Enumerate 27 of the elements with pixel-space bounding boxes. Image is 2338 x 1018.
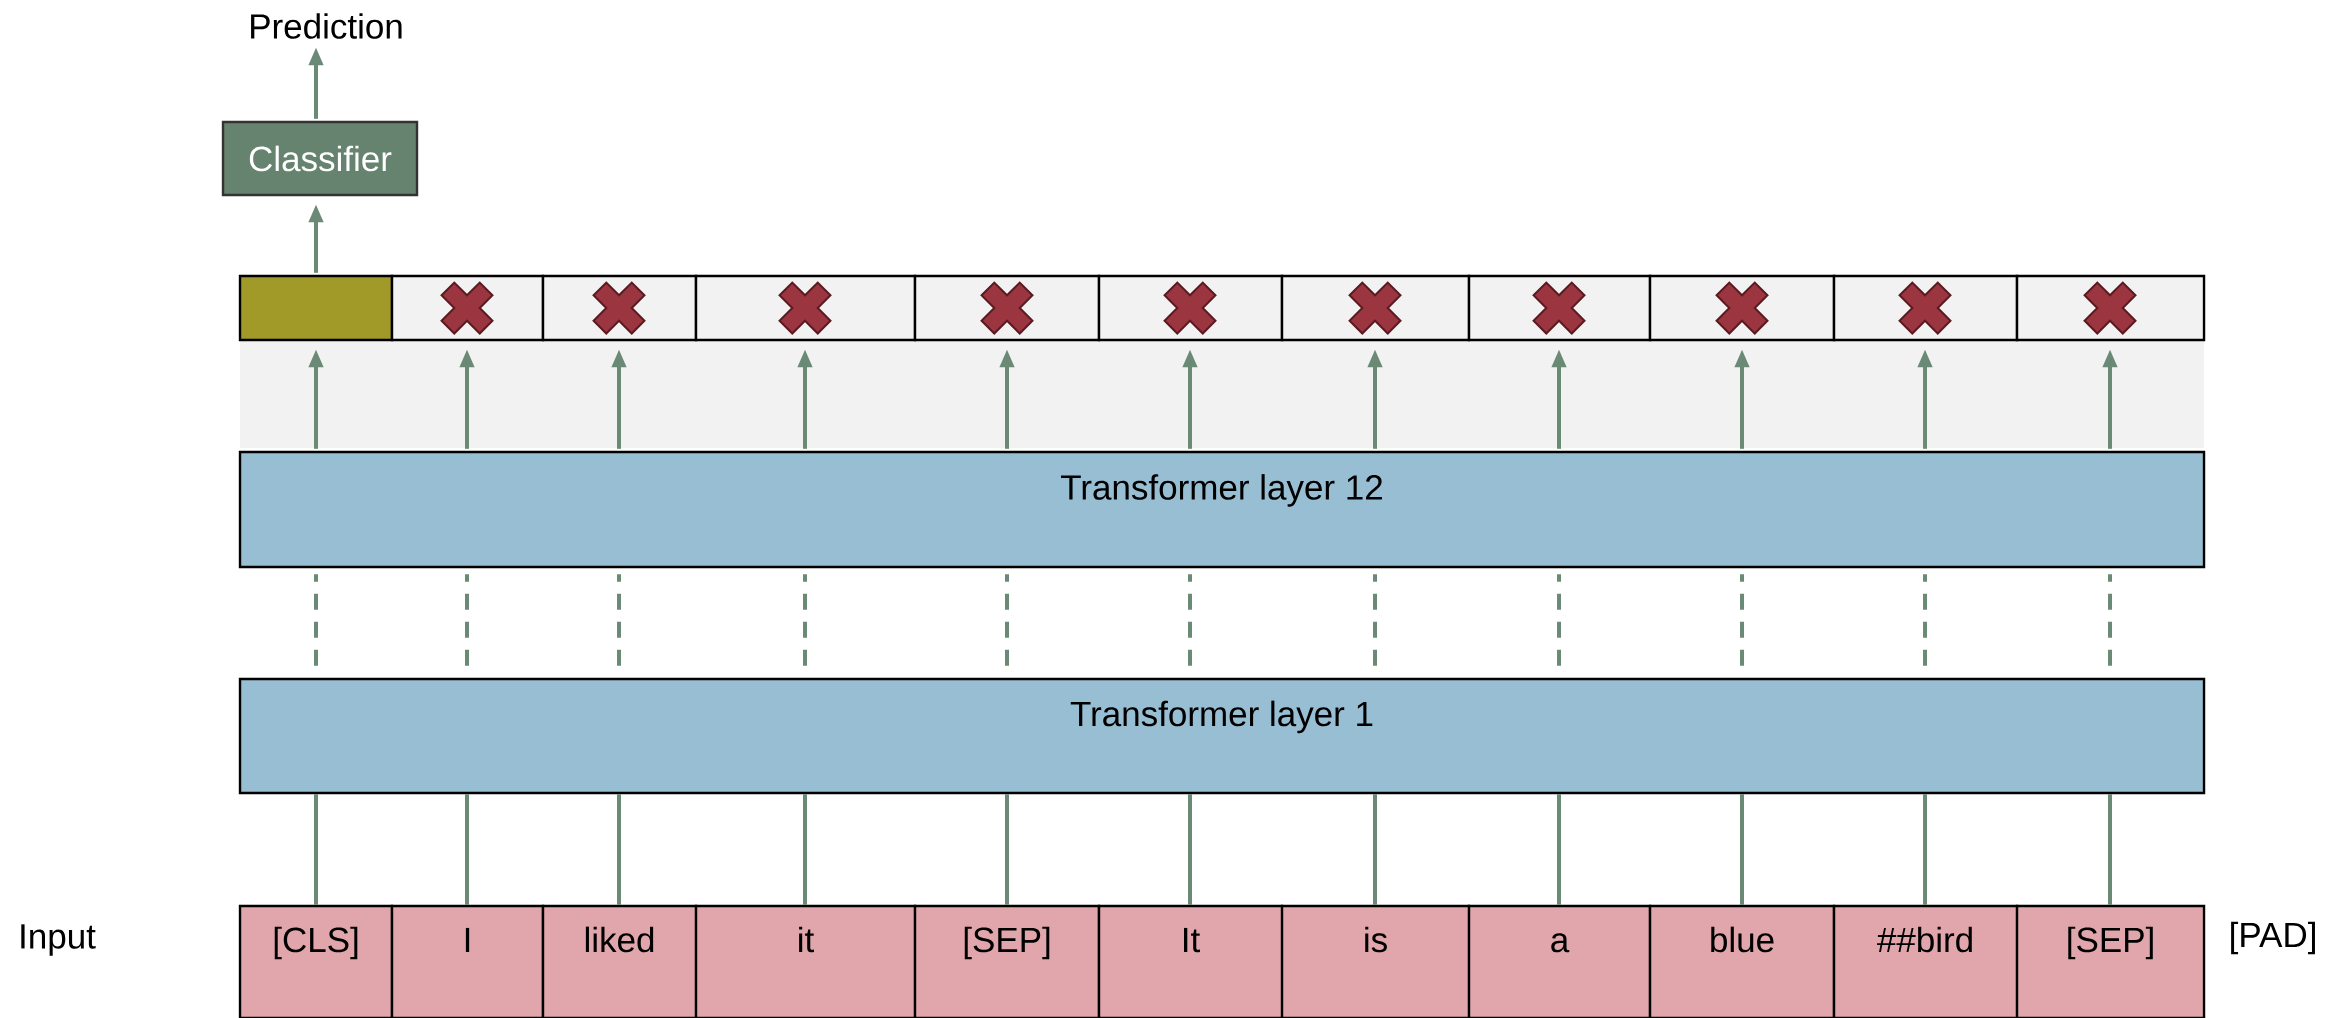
token-box: a (1467, 904, 1652, 1018)
token-box: [CLS] (238, 904, 394, 1018)
token-box: it (694, 904, 917, 1018)
transformer-layer-box: Transformer layer 12 (238, 450, 2206, 569)
output-cell (1648, 274, 1836, 342)
output-cell (694, 274, 917, 342)
output-cell (541, 274, 698, 342)
output-cell (2015, 274, 2206, 342)
output-cell (390, 274, 545, 342)
token-box: It (1097, 904, 1284, 1018)
token-box: [SEP] (2015, 904, 2206, 1018)
token-box: is (1280, 904, 1471, 1018)
side-label: Input (21, 924, 96, 956)
classifier-box: Classifier (221, 120, 419, 197)
output-cell (238, 274, 394, 342)
output-cell (1280, 274, 1471, 342)
output-cell (913, 274, 1101, 342)
transformer-layer-box: Transformer layer 1 (238, 677, 2206, 795)
token-box: blue (1648, 904, 1836, 1018)
token-box: [SEP] (913, 904, 1101, 1018)
token-box: liked (541, 904, 698, 1018)
token-box: I (390, 904, 545, 1018)
output-cell (1832, 274, 2019, 342)
output-cell (1097, 274, 1284, 342)
output-cell (1467, 274, 1652, 342)
prediction-label: Prediction (251, 13, 402, 39)
token-box: ##bird (1832, 904, 2019, 1018)
